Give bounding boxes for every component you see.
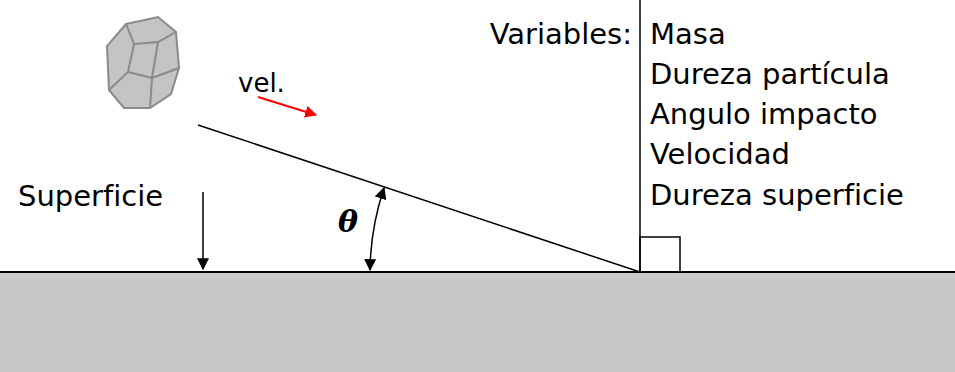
variable-item: Dureza partícula — [650, 60, 890, 89]
trajectory-line — [198, 125, 640, 272]
particle-rock — [107, 17, 179, 108]
angle-symbol: θ — [338, 207, 358, 237]
variable-item: Masa — [650, 20, 726, 49]
variables-heading: Variables: — [490, 20, 632, 49]
velocity-arrow — [258, 97, 316, 115]
variable-item: Angulo impacto — [650, 100, 878, 129]
surface-label: Superficie — [18, 182, 163, 211]
right-angle-mark — [640, 237, 680, 272]
surface-ground — [0, 272, 955, 372]
variable-item: Velocidad — [650, 140, 790, 169]
surface-line — [0, 271, 955, 273]
surface-pointer — [202, 192, 204, 269]
angle-arc — [370, 188, 384, 270]
normal-line — [639, 0, 641, 272]
variable-item: Dureza superficie — [650, 181, 904, 210]
velocity-label: vel. — [238, 70, 285, 96]
